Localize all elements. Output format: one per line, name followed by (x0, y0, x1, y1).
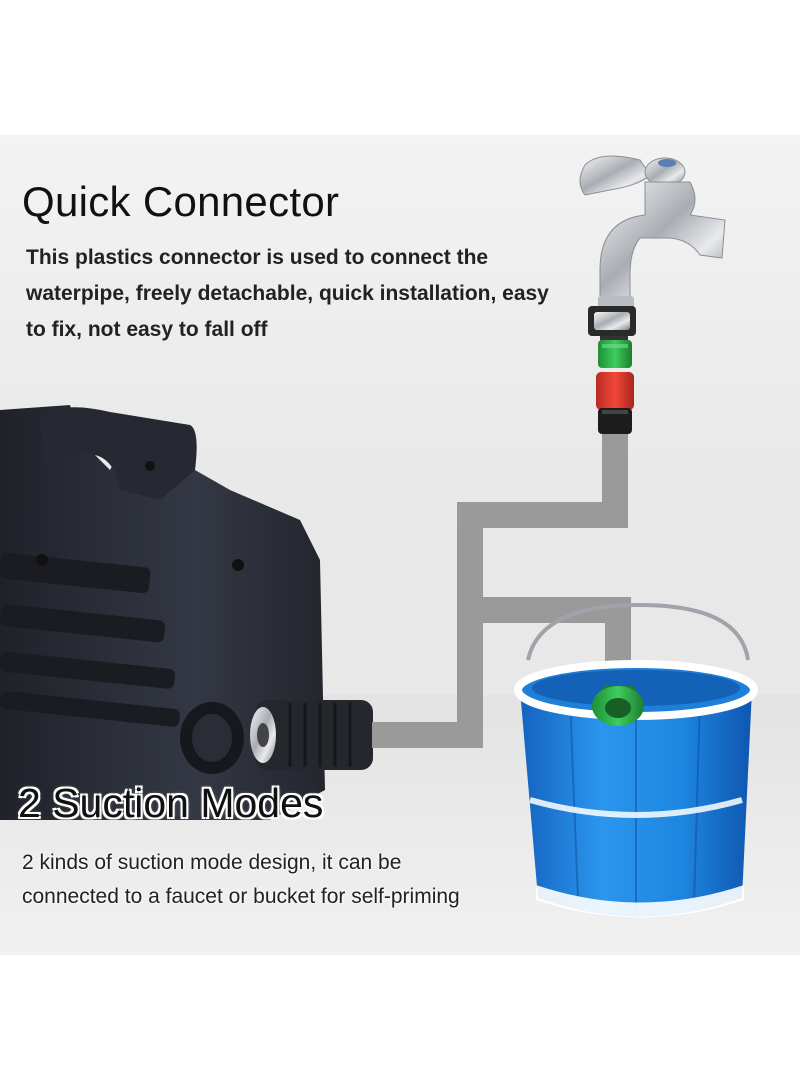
quick-connector-description: This plastics connector is used to conne… (26, 246, 549, 341)
suction-modes-description: 2 kinds of suction mode design, it can b… (22, 851, 460, 908)
quick-connector-title: Quick Connector (22, 178, 340, 225)
hose-connector-icon (596, 372, 634, 434)
faucet-icon (579, 155, 726, 368)
pressure-washer-icon (0, 405, 373, 820)
suction-modes-title: 2 Suction Modes (18, 780, 324, 826)
bucket-icon (514, 602, 758, 918)
